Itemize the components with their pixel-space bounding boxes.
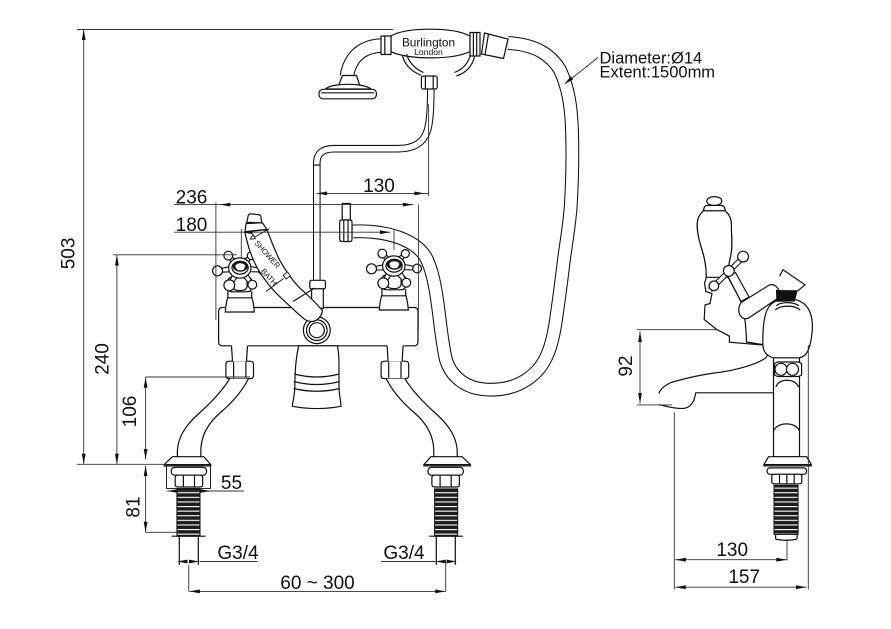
svg-text:Diameter:Ø14: Diameter:Ø14 bbox=[600, 50, 703, 68]
svg-text:180: 180 bbox=[176, 215, 208, 236]
svg-text:81: 81 bbox=[124, 496, 145, 517]
svg-text:Extent:1500mm: Extent:1500mm bbox=[600, 64, 716, 82]
svg-text:157: 157 bbox=[728, 567, 760, 588]
svg-text:60 ~ 300: 60 ~ 300 bbox=[280, 573, 355, 594]
svg-text:240: 240 bbox=[93, 343, 114, 375]
svg-text:236: 236 bbox=[176, 187, 208, 208]
svg-text:55: 55 bbox=[221, 473, 242, 494]
svg-text:G3/4: G3/4 bbox=[217, 543, 259, 564]
svg-text:London: London bbox=[414, 47, 443, 57]
svg-text:130: 130 bbox=[716, 540, 748, 561]
svg-text:130: 130 bbox=[363, 176, 395, 197]
svg-text:G3/4: G3/4 bbox=[383, 543, 425, 564]
svg-text:92: 92 bbox=[616, 355, 637, 376]
svg-text:106: 106 bbox=[120, 396, 141, 428]
svg-text:503: 503 bbox=[59, 238, 80, 270]
svg-text:Burlington: Burlington bbox=[402, 36, 455, 50]
